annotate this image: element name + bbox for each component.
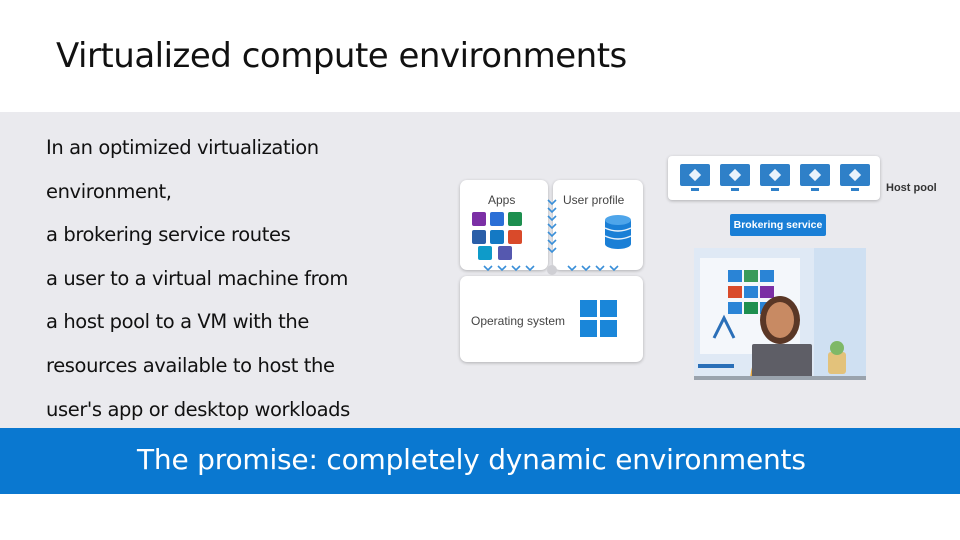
description-line: In an optimized virtualization: [46, 136, 319, 159]
description-line: environment,: [46, 179, 172, 203]
windows-logo-icon: [580, 300, 617, 337]
banner-text: The promise: completely dynamic environm…: [137, 443, 806, 476]
operating-system-card: [460, 276, 643, 362]
user-profile-label: User profile: [563, 193, 625, 207]
connector-arrows: [483, 199, 619, 275]
description-line: resources available to host the: [46, 353, 335, 377]
vm-monitor-icon: [760, 164, 790, 191]
vm-monitor-icon: [680, 164, 710, 191]
slide-title: Virtualized compute environments: [56, 36, 627, 76]
app-icons: [472, 212, 522, 260]
os-label: Operating system: [471, 314, 566, 328]
virtual-desktop-screen: [694, 248, 866, 380]
description-line: a host pool to a VM with the: [46, 310, 309, 334]
description-line: a brokering service routes: [46, 223, 291, 247]
vm-monitor-icon: [720, 164, 750, 191]
apps-label: Apps: [488, 193, 516, 207]
brokering-service-badge: Brokering service: [730, 214, 826, 236]
promise-banner: [0, 428, 960, 494]
desktop-illustration: [694, 248, 866, 380]
description-text: In an optimized virtualization environme…: [46, 128, 446, 433]
description-line: a user to a virtual machine from: [46, 266, 348, 290]
vm-monitor-icon: [840, 164, 870, 191]
description-line: user's app or desktop workloads: [46, 397, 350, 421]
database-icon: [604, 215, 632, 249]
host-pool-bar: [668, 156, 880, 200]
vm-monitor-icon: [800, 164, 830, 191]
host-pool-label: Host pool: [886, 182, 937, 194]
